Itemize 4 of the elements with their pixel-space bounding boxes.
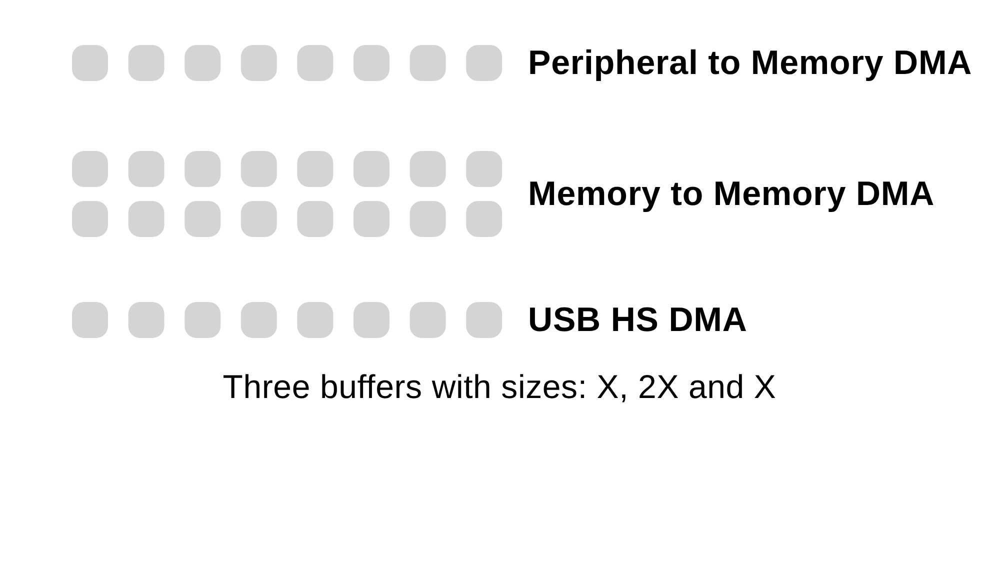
buffer-label: Peripheral to Memory DMA	[528, 46, 972, 80]
caption-text: Three buffers with sizes: X, 2X and X	[222, 370, 778, 403]
buffer-label: Memory to Memory DMA	[528, 177, 935, 211]
buffer-label: USB HS DMA	[528, 303, 748, 337]
